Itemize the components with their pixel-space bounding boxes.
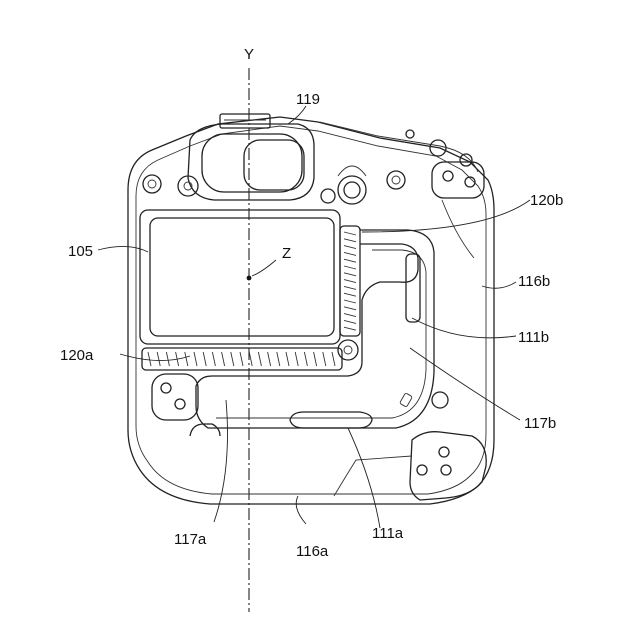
seal-fin [343, 238, 357, 243]
leader-111a [347, 427, 381, 529]
button-pad-upper-right [431, 161, 485, 199]
grip-boundary-upper [441, 199, 475, 259]
seal-fin [147, 351, 152, 367]
label-105: 105 [68, 243, 93, 260]
seal-fin [211, 351, 216, 367]
screw-upper-left [142, 174, 162, 194]
seal-fin [276, 351, 281, 367]
screw-near-viewfinder [177, 175, 199, 197]
seal-fin [294, 351, 299, 367]
seal-fin [285, 351, 290, 367]
seal-fin [313, 351, 318, 367]
seal-fin [156, 351, 161, 367]
opening-111b [405, 253, 421, 323]
label-119: 119 [296, 91, 320, 108]
camera-body-outline [127, 116, 495, 505]
label-116b: 116b [518, 273, 550, 290]
opening-111a [289, 411, 373, 429]
seal-fin [343, 265, 357, 270]
seal-fin [331, 351, 336, 367]
seal-fin [343, 306, 357, 311]
seal-120b [339, 225, 361, 337]
leader-z [251, 259, 277, 277]
button-knob [459, 153, 473, 167]
seal-120a [141, 347, 343, 371]
viewfinder-119 [187, 113, 315, 201]
label-117b: 117b [524, 415, 556, 432]
seal-fin [343, 272, 357, 277]
label-111b: 111b [518, 329, 549, 346]
seal-fin [193, 351, 198, 367]
dial-knob [429, 139, 447, 157]
label-117a: 117a [174, 531, 207, 548]
screw-lower-right [431, 391, 449, 409]
seal-fin [343, 319, 357, 324]
seal-fin [343, 313, 357, 318]
seal-fin [221, 351, 226, 367]
seal-fin [257, 351, 262, 367]
grip-top-edge [319, 121, 479, 173]
label-120a: 120a [60, 347, 94, 364]
seal-fin [343, 251, 357, 256]
leader-120b [361, 199, 531, 233]
seal-fin [343, 245, 357, 250]
seal-fin [202, 351, 207, 367]
seal-fin [343, 279, 357, 284]
label-y: Y [244, 46, 254, 63]
label-120b: 120b [530, 192, 563, 209]
seal-fin [165, 351, 170, 367]
seal-fin [343, 299, 357, 304]
screw-pad-lower-left [151, 373, 199, 421]
label-111a: 111a [372, 525, 404, 542]
leader-117a [213, 399, 228, 523]
bottom-tab [189, 423, 221, 437]
seal-fin [184, 351, 189, 367]
corner-plate-lower-right [409, 431, 487, 501]
seal-fin [303, 351, 308, 367]
grip-groove-117b [195, 229, 435, 429]
seal-fin [343, 292, 357, 297]
label-116a: 116a [296, 543, 329, 560]
seal-fin [343, 231, 357, 236]
leader-119 [287, 105, 307, 125]
z-point [246, 275, 252, 281]
seal-fin [239, 351, 244, 367]
grip-boundary-lower [333, 455, 413, 497]
leader-111b [411, 317, 517, 339]
seal-fin [343, 326, 357, 331]
seal-fin [343, 258, 357, 263]
leader-120a [119, 353, 191, 361]
label-z: Z [282, 245, 291, 262]
leader-116a [295, 495, 307, 525]
seal-fin [230, 351, 235, 367]
seal-fin [322, 351, 327, 367]
seal-fin [248, 351, 253, 367]
leader-105 [97, 246, 149, 253]
sub-dial [337, 165, 367, 205]
screw-center-top [320, 188, 336, 204]
leader-116b [481, 281, 517, 289]
display-105 [139, 209, 341, 345]
button-upper-right [386, 170, 406, 190]
leader-117b [409, 347, 521, 421]
seal-fin [343, 285, 357, 290]
screw-center [337, 339, 359, 361]
seal-fin [267, 351, 272, 367]
